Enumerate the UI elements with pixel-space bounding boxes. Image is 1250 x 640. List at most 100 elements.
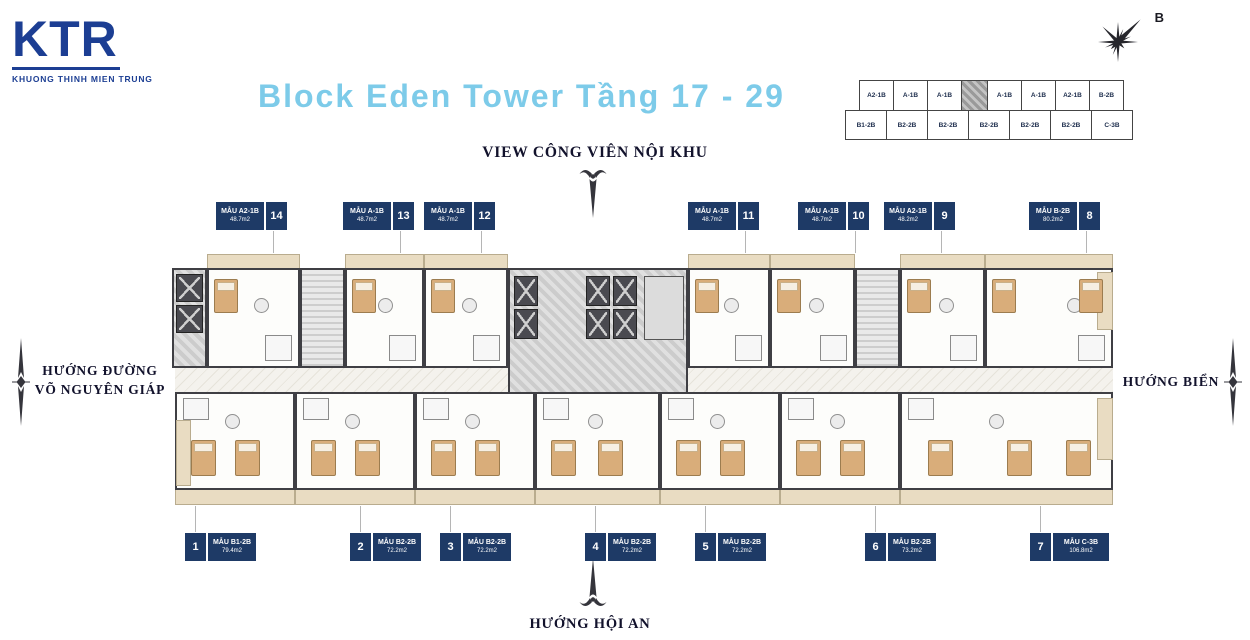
unit-area: 48.2m2: [897, 216, 918, 223]
unit-label: MẪU B1-2B 79.4m2: [208, 533, 256, 561]
leader-line: [195, 506, 196, 532]
key-plan-unit: A-1B: [1021, 80, 1056, 111]
key-plan-unit: B2-2B: [927, 110, 969, 140]
bed-icon: [777, 279, 801, 313]
technical-room: [644, 276, 684, 340]
page-title: Block Eden Tower Tầng 17 - 29: [258, 78, 785, 114]
ornament-arrow-top-icon: [579, 170, 607, 218]
unit-label: MẪU A-1B 48.7m2: [688, 202, 736, 230]
unit-callout-6: 6 MẪU B2-2B 73.2m2: [865, 533, 936, 561]
key-plan: A2-1B A-1B A-1B A-1B A-1B A2-1B B-2B B1-…: [845, 80, 1133, 140]
table-icon: [254, 298, 269, 313]
table-icon: [588, 414, 603, 429]
compass-north-label: B: [1154, 10, 1164, 25]
elevator: [586, 309, 610, 339]
elevator: [514, 276, 538, 306]
unit-number-badge: 2: [350, 533, 371, 561]
elevator: [613, 276, 637, 306]
key-plan-core-block: [961, 80, 988, 111]
elevator: [176, 274, 203, 302]
bed-icon: [598, 440, 623, 476]
bathroom: [735, 335, 762, 361]
unit-number-badge: 1: [185, 533, 206, 561]
unit-callout-11: MẪU A-1B 48.7m2 11: [688, 202, 759, 230]
ornament-arrow-right-icon: [1224, 338, 1242, 426]
bed-icon: [907, 279, 931, 313]
unit-number-badge: 7: [1030, 533, 1051, 561]
balcony: [900, 489, 1113, 505]
bathroom: [543, 398, 569, 420]
bathroom: [183, 398, 209, 420]
unit-model: MẪU B2-2B: [612, 539, 652, 547]
unit-model: MẪU B2-2B: [467, 539, 507, 547]
elevator: [586, 276, 610, 306]
unit-number-badge: 11: [738, 202, 759, 230]
unit-model: MẪU B2-2B: [377, 539, 417, 547]
bed-icon: [475, 440, 500, 476]
bed-icon: [695, 279, 719, 313]
key-plan-unit: B2-2B: [1009, 110, 1051, 140]
bed-icon: [431, 440, 456, 476]
leader-line: [855, 231, 856, 253]
key-plan-unit: A-1B: [893, 80, 928, 111]
bed-icon: [235, 440, 260, 476]
bed-icon: [720, 440, 745, 476]
unit-number-badge: 8: [1079, 202, 1100, 230]
bathroom: [473, 335, 500, 361]
ornament-arrow-left-icon: [12, 338, 30, 426]
direction-sea-label: HƯỚNG BIỂN: [1122, 374, 1220, 389]
bathroom: [820, 335, 847, 361]
unit-model: MẪU A-1B: [431, 208, 465, 216]
balcony: [175, 489, 295, 505]
key-plan-unit: A-1B: [987, 80, 1022, 111]
unit-label: MẪU B2-2B 72.2m2: [608, 533, 656, 561]
ornament-arrow-bottom-icon: [579, 558, 607, 606]
table-icon: [345, 414, 360, 429]
unit-label: MẪU B-2B 80.2m2: [1029, 202, 1077, 230]
bed-icon: [676, 440, 701, 476]
unit-model: MẪU A2-1B: [221, 208, 259, 216]
key-plan-unit: B2-2B: [1050, 110, 1092, 140]
unit-callout-5: 5 MẪU B2-2B 72.2m2: [695, 533, 766, 561]
leader-line: [875, 506, 876, 532]
table-icon: [830, 414, 845, 429]
bed-icon: [840, 440, 865, 476]
leader-line: [273, 231, 274, 253]
unit-callout-8: MẪU B-2B 80.2m2 8: [1029, 202, 1100, 230]
balcony: [295, 489, 415, 505]
leader-line: [400, 231, 401, 253]
unit-label: MẪU B2-2B 72.2m2: [373, 533, 421, 561]
compass-star-icon: [1098, 19, 1141, 62]
bed-icon: [1007, 440, 1032, 476]
bed-icon: [992, 279, 1016, 313]
elevator: [514, 309, 538, 339]
unit-model: MẪU B-2B: [1035, 208, 1071, 216]
leader-line: [705, 506, 706, 532]
stair-core: [300, 268, 345, 368]
key-plan-unit: B2-2B: [968, 110, 1010, 140]
unit-number-badge: 14: [266, 202, 287, 230]
key-plan-top-row: A2-1B A-1B A-1B A-1B A-1B A2-1B B-2B: [859, 80, 1133, 111]
leader-line: [595, 506, 596, 532]
bathroom: [950, 335, 977, 361]
unit-area: 72.2m2: [476, 547, 497, 554]
key-plan-unit: C-3B: [1091, 110, 1133, 140]
unit-area: 48.7m2: [437, 216, 458, 223]
unit-label: MẪU B2-2B 72.2m2: [463, 533, 511, 561]
bathroom: [1078, 335, 1105, 361]
leader-line: [481, 231, 482, 253]
leader-line: [1040, 506, 1041, 532]
unit-number-badge: 13: [393, 202, 414, 230]
bathroom: [303, 398, 329, 420]
bed-icon: [191, 440, 216, 476]
balcony: [415, 489, 535, 505]
direction-park-view-label: VIEW CÔNG VIÊN NỘI KHU: [482, 144, 708, 161]
unit-area: 48.7m2: [356, 216, 377, 223]
logo-text: KTR: [12, 14, 120, 70]
unit-label: MẪU A-1B 48.7m2: [798, 202, 846, 230]
unit-label: MẪU A2-1B 48.7m2: [216, 202, 264, 230]
unit-area: 80.2m2: [1042, 216, 1063, 223]
bed-icon: [1079, 279, 1103, 313]
balcony-side: [1097, 398, 1113, 460]
